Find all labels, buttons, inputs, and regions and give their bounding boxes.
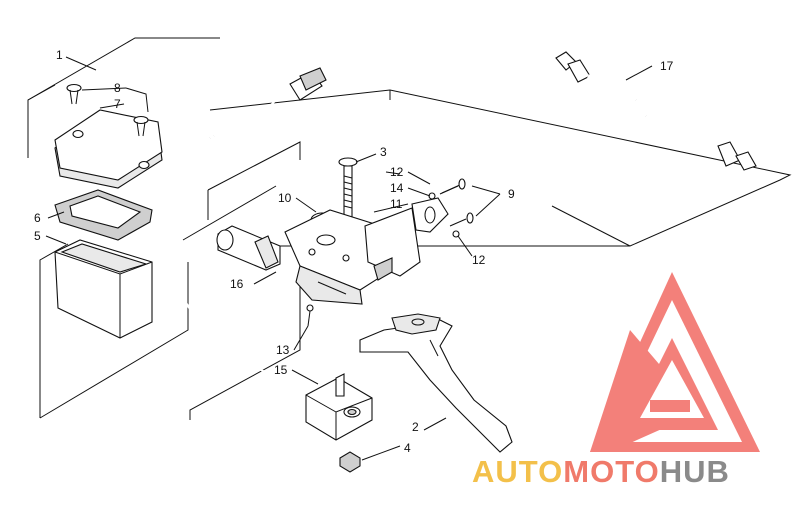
clamp-screws — [428, 178, 474, 238]
callout-16: 16 — [230, 277, 244, 291]
callout-9: 9 — [508, 187, 515, 201]
watermark-auto: AUTOMOTOHUB — [472, 454, 730, 489]
switch-nut — [339, 451, 361, 473]
pivot-pin — [306, 304, 314, 327]
callout-3: 3 — [380, 145, 387, 159]
brake-lever — [359, 313, 513, 453]
callout-7: 7 — [114, 97, 121, 111]
callout-10: 10 — [278, 191, 292, 205]
callout-13: 13 — [276, 343, 290, 357]
reservoir-cover — [54, 109, 163, 189]
switch-harness — [162, 67, 373, 441]
callout-6: 6 — [34, 211, 41, 225]
callout-17: 17 — [660, 59, 674, 73]
callout-11: 11 — [390, 197, 403, 211]
callout-5: 5 — [34, 229, 41, 243]
callout-8: 8 — [114, 81, 121, 95]
callout-12-bottom: 12 — [472, 253, 486, 267]
leader-lines — [45, 56, 653, 461]
callout-12-top: 12 — [390, 165, 404, 179]
reservoir — [54, 239, 153, 339]
master-cylinder-body — [284, 197, 449, 305]
watermark-logo — [590, 272, 760, 452]
pivot-bolt — [338, 157, 358, 223]
assembly-frames — [27, 37, 792, 420]
hose-fitting — [216, 225, 281, 271]
callout-labels: 1 2 3 4 5 6 7 8 9 10 11 12 12 13 14 15 1… — [34, 48, 674, 455]
cover-screws — [66, 83, 149, 137]
callout-2: 2 — [412, 420, 419, 434]
watermark-text: AUTOMOTOHUB — [472, 454, 730, 489]
throttle-cable — [555, 51, 757, 171]
callout-15: 15 — [274, 363, 288, 377]
callout-14: 14 — [390, 181, 404, 195]
cover-gasket — [54, 189, 153, 241]
callout-1: 1 — [56, 48, 63, 62]
callout-4: 4 — [404, 441, 411, 455]
